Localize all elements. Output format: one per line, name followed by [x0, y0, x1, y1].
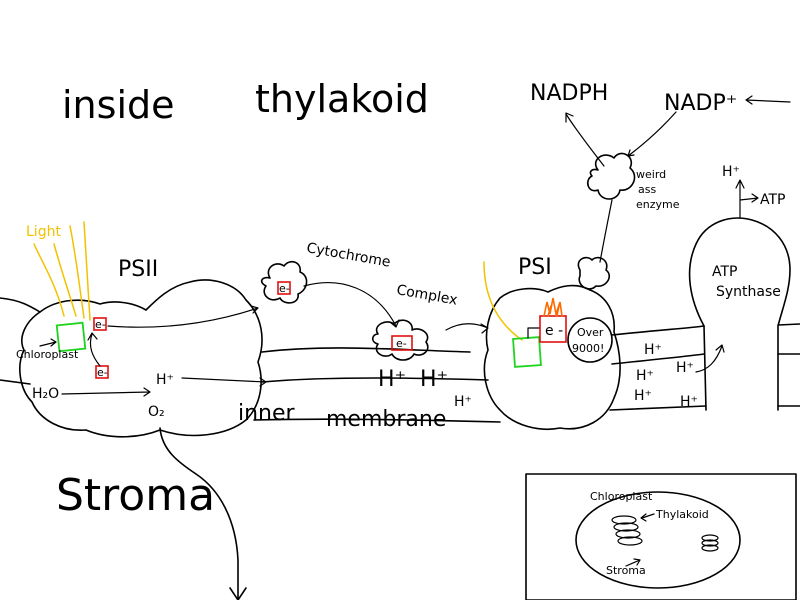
psi-complex-shape [483, 284, 621, 430]
inset-stroma-arrow [625, 558, 641, 567]
light-ray-2 [53, 243, 77, 317]
water-label: H₂O [32, 386, 59, 402]
electron-path-to-complex [303, 282, 400, 328]
lumen-proton-3: H⁺ [454, 394, 472, 410]
membrane-middle-line [0, 353, 800, 385]
inset-chloroplast-outline [575, 491, 741, 589]
complex-label: Complex [395, 282, 458, 308]
oxygen-label: O₂ [148, 404, 165, 420]
psii-label: PSII [118, 257, 158, 282]
synthase-proton-2: H⁺ [636, 368, 654, 384]
inset-chloroplast-label: Chloroplast [590, 490, 653, 503]
atp-synthase-label-1: ATP [712, 264, 737, 280]
psii-electron-box-upper [93, 317, 107, 331]
nadp-label: NADP⁺ [664, 91, 737, 116]
synthase-proton-1: H⁺ [644, 342, 662, 358]
light-ray-1 [33, 243, 65, 317]
inset-stroma-label: Stroma [606, 564, 646, 577]
inset-thylakoid-arrow [640, 513, 655, 522]
atp-synthase-label-2: Synthase [716, 284, 781, 300]
nadp-to-enzyme-arrow [627, 111, 677, 157]
cytochrome-label: Cytochrome [305, 240, 391, 271]
cytochrome-carrier-shape [260, 260, 308, 304]
membrane-label: membrane [326, 407, 446, 432]
cytochrome-electron: e- [279, 282, 290, 295]
atp-output-arrow [735, 179, 759, 219]
psi-pigment-box [512, 336, 542, 368]
synthase-proton-3: H⁺ [676, 360, 694, 376]
chlorophyll-arrow [39, 338, 57, 347]
psi-carrier-shape [577, 256, 611, 290]
inset-thylakoid-label: Thylakoid [655, 508, 709, 521]
lumen-proton-2: H⁺ [420, 367, 448, 392]
electron-up-arrow [87, 332, 101, 367]
psii-electron-box-lower [95, 365, 109, 379]
over-9000-label: 9000! [572, 342, 604, 355]
complex-electron-box [391, 335, 413, 351]
title-inside: inside [62, 83, 175, 127]
psi-light-ray [483, 261, 523, 341]
lumen-proton-1: H⁺ [378, 367, 406, 392]
psii-chloroplast-label: Chloroplast [16, 348, 79, 361]
psii-proton-label: H⁺ [156, 372, 174, 388]
membrane-lower-line [253, 405, 800, 423]
inset-thylakoid-stack-left [611, 515, 643, 546]
oxygen-to-stroma-arrow [159, 427, 247, 600]
psii-electron-lower: e- [97, 366, 108, 379]
light-label: Light [26, 224, 61, 240]
stroma-label: Stroma [56, 470, 215, 521]
membrane-upper-line [0, 297, 800, 353]
light-ray-3 [69, 225, 85, 319]
atp-product-label: ATP [760, 192, 785, 208]
synthase-proton-label: H⁺ [722, 164, 740, 180]
synthase-proton-5: H⁺ [680, 394, 698, 410]
inner-label: inner [238, 401, 296, 426]
cytochrome-electron-box [277, 281, 291, 295]
inset-thylakoid-stack-right [701, 534, 719, 552]
excited-electron-flame [543, 297, 563, 318]
proton-to-synthase-arrow [695, 344, 725, 373]
proton-arrow-psii [181, 377, 267, 387]
enzyme-label-3: enzyme [636, 198, 680, 211]
psii-electron-upper: e- [95, 318, 106, 331]
electron-path-psii [107, 305, 259, 328]
electron-path-to-psi [445, 323, 489, 334]
nadp-input-arrow [745, 95, 791, 105]
complex-electron: e- [396, 337, 407, 350]
psi-electron-arrow [527, 327, 541, 339]
psii-complex-shape [19, 279, 263, 438]
light-ray-4 [83, 221, 91, 321]
psi-electron: e - [545, 323, 563, 339]
over-9000-bubble [567, 317, 613, 363]
water-split-arrow [61, 387, 151, 397]
enzyme-label-1: weird [636, 168, 666, 181]
enzyme-label-2: ass [638, 183, 656, 196]
over-label: Over [577, 326, 604, 339]
psi-to-enzyme-path [599, 199, 613, 263]
psi-label: PSI [518, 255, 552, 280]
cytochrome-complex-shape [371, 319, 429, 361]
inset-frame [525, 473, 797, 600]
title-thylakoid: thylakoid [255, 77, 429, 121]
synthase-proton-4: H⁺ [634, 388, 652, 404]
psii-pigment-box [55, 321, 87, 353]
psi-electron-box [539, 315, 567, 343]
enzyme-shape [586, 152, 636, 200]
nadph-label: NADPH [530, 81, 608, 106]
atp-synthase-shape [688, 217, 791, 411]
enzyme-to-nadph-arrow [565, 112, 605, 167]
